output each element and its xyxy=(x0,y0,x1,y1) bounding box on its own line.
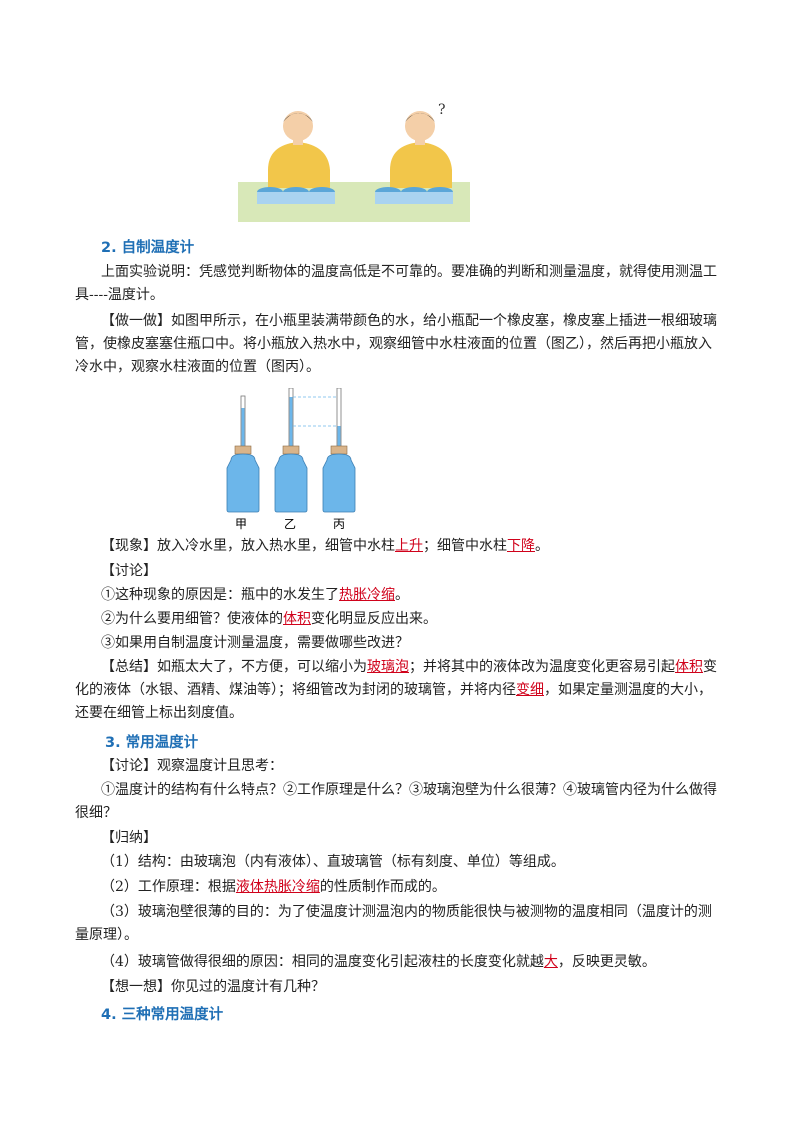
label-jia: 甲 xyxy=(235,517,247,531)
phenomenon-line: 【现象】放入冷水里，放入热水里，细管中水柱上升；细管中水柱下降。 xyxy=(101,538,549,554)
label-bing: 丙 xyxy=(333,517,345,531)
bottles-illustration: 甲 乙 丙 xyxy=(226,388,356,531)
discussion-q2: ②为什么要用细管？使液体的体积变化明显反应出来。 xyxy=(101,611,437,627)
student-left xyxy=(268,111,330,188)
bowls-right xyxy=(375,187,453,204)
section-3-discussion-body: ①温度计的结构有什么特点？②工作原理是什么？③玻璃泡壁为什么很薄？④玻璃管内径为… xyxy=(75,782,717,821)
discussion-title: 【讨论】 xyxy=(101,563,157,579)
answer-narrower: 变细 xyxy=(516,682,544,698)
label-yi: 乙 xyxy=(284,517,296,531)
guina-title: 【归纳】 xyxy=(101,830,157,846)
answer-rise: 上升 xyxy=(395,538,423,554)
section-2-activity: 【做一做】如图甲所示，在小瓶里装满带颜色的水，给小瓶配一个橡皮塞，橡皮塞上插进一… xyxy=(75,313,717,375)
guina-item-4: （4）玻璃管做得很细的原因：相同的温度变化引起液柱的长度变化就越大，反映更灵敏。 xyxy=(101,954,656,970)
answer-thermal-expansion: 热胀冷缩 xyxy=(339,587,395,603)
answer-greater: 大 xyxy=(543,954,558,970)
answer-glass-bulb: 玻璃泡 xyxy=(367,659,409,675)
discussion-q1: ①这种现象的原因是：瓶中的水发生了热胀冷缩。 xyxy=(101,587,409,603)
section-4-heading: 4. 三种常用温度计 xyxy=(101,1007,224,1023)
student-right: ? xyxy=(390,102,452,188)
students-illustration: ? xyxy=(238,102,470,222)
think-question: 【想一想】你见过的温度计有几种？ xyxy=(101,979,325,995)
section-3-discussion-title: 【讨论】观察温度计且思考： xyxy=(101,758,283,774)
section-3-heading: 3. 常用温度计 xyxy=(105,735,199,751)
bottle-jia xyxy=(226,395,260,513)
guina-item-1: （1）结构：由玻璃泡（内有液体）、直玻璃管（标有刻度、单位）等组成。 xyxy=(101,854,565,870)
answer-liquid-expansion: 液体热胀冷缩 xyxy=(235,879,320,895)
guina-item-2: （2）工作原理：根据液体热胀冷缩的性质制作而成的。 xyxy=(101,879,446,895)
section-2-heading: 2. 自制温度计 xyxy=(101,240,195,256)
answer-fall: 下降 xyxy=(507,538,535,554)
summary-paragraph: 【总结】如瓶太大了，不方便，可以缩小为玻璃泡；并将其中的液体改为温度变化更容易引… xyxy=(75,659,717,721)
bowls-left xyxy=(257,187,335,204)
discussion-q3: ③如果用自制温度计测量温度，需要做哪些改进？ xyxy=(101,635,409,651)
answer-volume-2: 体积 xyxy=(675,659,703,675)
guina-item-3: （3）玻璃泡壁很薄的目的：为了使温度计测温泡内的物质能很快与被测物的温度相同（温… xyxy=(75,904,712,943)
section-2-intro: 上面实验说明：凭感觉判断物体的温度高低是不可靠的。要准确的判断和测量温度，就得使… xyxy=(75,264,717,303)
answer-volume: 体积 xyxy=(283,611,311,627)
question-mark-icon: ? xyxy=(438,102,446,118)
bottle-bing xyxy=(322,388,356,513)
bottle-yi xyxy=(274,388,308,513)
